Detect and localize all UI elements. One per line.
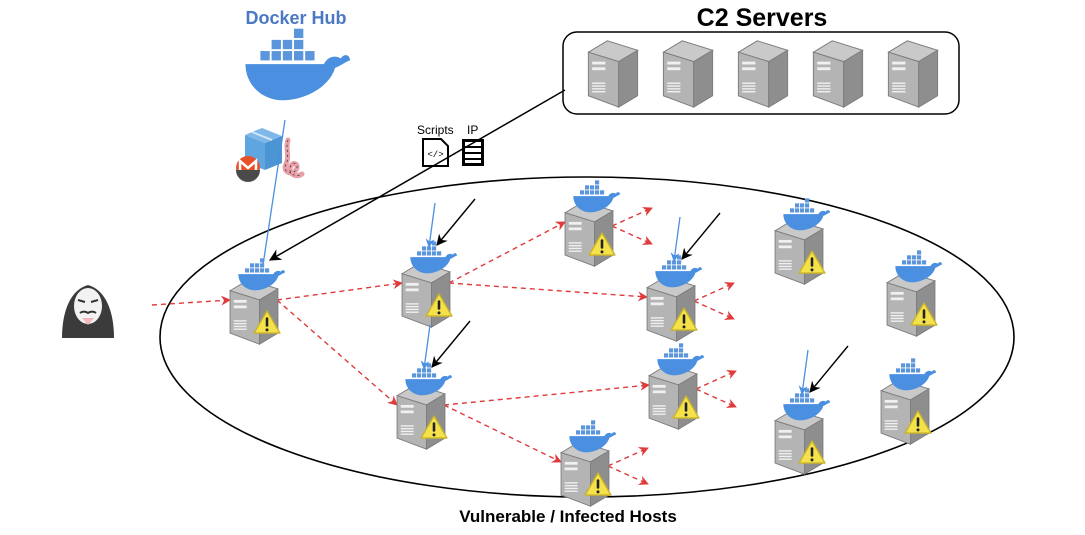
c2-server-icon bbox=[662, 40, 714, 108]
docker-whale-icon bbox=[410, 241, 457, 274]
anonymous-hacker-icon bbox=[62, 285, 114, 338]
infected-host bbox=[774, 198, 830, 285]
spread-arrow bbox=[611, 207, 653, 227]
spread-arrow bbox=[607, 465, 649, 485]
spread-arrow bbox=[276, 299, 398, 406]
docker-whale-icon bbox=[238, 258, 285, 291]
c2-server-icon bbox=[587, 40, 639, 108]
code-file-icon: </> bbox=[422, 138, 449, 167]
spread-arrow bbox=[611, 225, 653, 245]
infected-host bbox=[401, 198, 476, 328]
monero-coin-icon bbox=[236, 156, 260, 182]
docker-hub-title: Docker Hub bbox=[245, 8, 346, 28]
c2-command-arrow bbox=[268, 89, 566, 261]
spread-arrow bbox=[151, 295, 231, 306]
c2-servers-title: C2 Servers bbox=[697, 4, 828, 32]
spread-arrow bbox=[448, 282, 648, 302]
infected-host bbox=[774, 345, 849, 475]
image-pull-line bbox=[670, 216, 681, 262]
c2-command-arrow bbox=[809, 345, 849, 393]
docker-whale-icon bbox=[573, 180, 620, 213]
c2-command-arrow bbox=[431, 320, 471, 368]
docker-whale-icon bbox=[569, 420, 616, 453]
spread-arrow bbox=[607, 447, 649, 467]
docker-whale-icon bbox=[889, 358, 936, 391]
c2-server-icon bbox=[812, 40, 864, 108]
image-pull-line bbox=[425, 202, 436, 248]
infected-host bbox=[646, 212, 721, 342]
infected-host bbox=[880, 358, 936, 445]
scripts-label: Scripts bbox=[417, 123, 454, 137]
infected-host bbox=[560, 420, 616, 507]
c2-command-arrow bbox=[681, 212, 721, 260]
worm-icon bbox=[282, 137, 305, 179]
infected-host bbox=[229, 258, 285, 345]
image-pull-line bbox=[262, 119, 286, 266]
c2-server-icon bbox=[737, 40, 789, 108]
infected-host bbox=[886, 250, 942, 337]
spread-arrow bbox=[443, 380, 650, 406]
infected-host bbox=[648, 343, 704, 430]
svg-text:</>: </> bbox=[427, 150, 443, 160]
image-pull-line bbox=[798, 349, 809, 395]
docker-whale-icon bbox=[783, 388, 830, 421]
image-pull-line bbox=[420, 324, 431, 370]
docker-whale-icon bbox=[655, 255, 702, 288]
docker-hub-icon bbox=[245, 28, 350, 101]
docker-whale-icon bbox=[405, 363, 452, 396]
docker-whale-icon bbox=[657, 343, 704, 376]
spread-arrow bbox=[443, 404, 562, 463]
network-label: Vulnerable / Infected Hosts bbox=[459, 507, 677, 526]
c2-command-arrow bbox=[436, 198, 476, 246]
ip-label: IP bbox=[467, 123, 478, 137]
infected-host bbox=[564, 180, 620, 267]
spread-arrow bbox=[276, 279, 403, 301]
infected-host bbox=[396, 320, 471, 450]
c2-server-icon bbox=[887, 40, 939, 108]
spread-arrow bbox=[693, 282, 735, 302]
spread-arrow bbox=[448, 221, 566, 284]
spread-arrow bbox=[693, 300, 735, 320]
spread-arrow bbox=[695, 370, 737, 390]
spread-arrow bbox=[695, 388, 737, 408]
docker-whale-icon bbox=[895, 250, 942, 283]
